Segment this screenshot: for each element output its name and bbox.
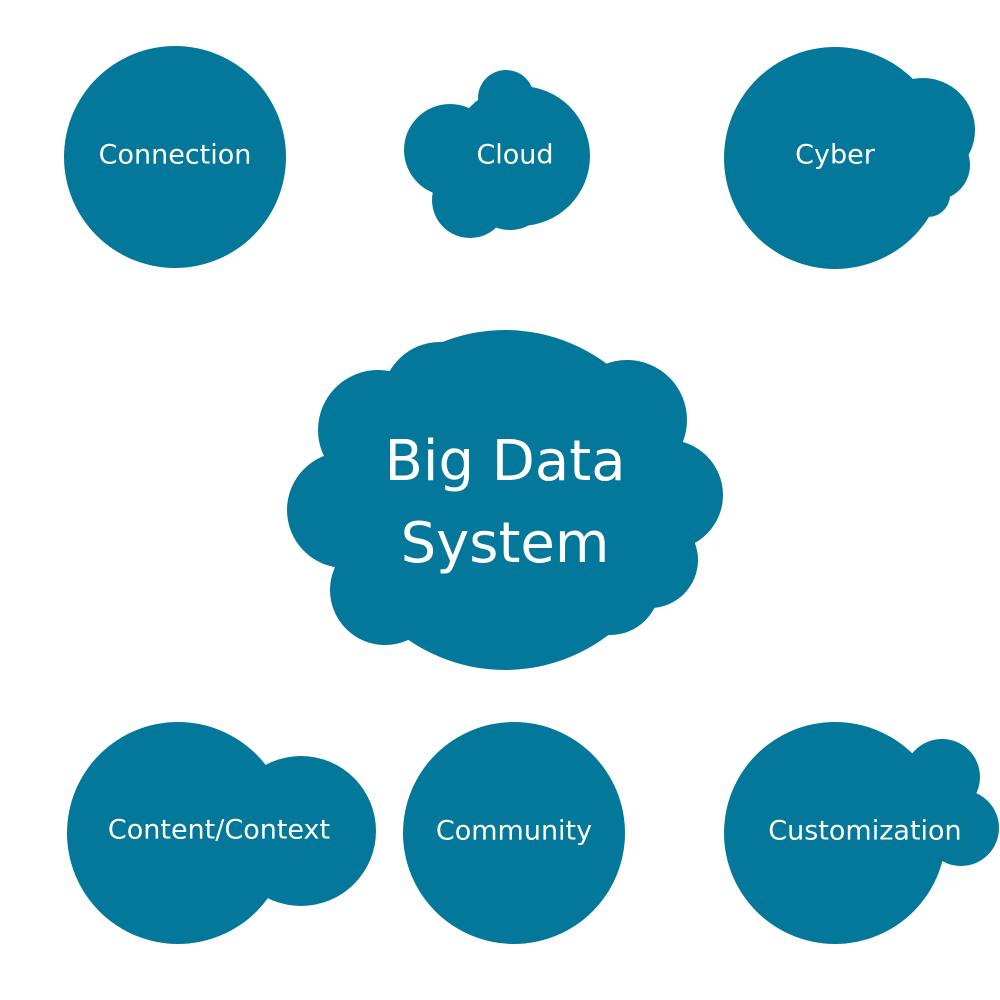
center-cloud — [287, 330, 723, 670]
node-cloud: Cloud — [404, 70, 590, 238]
customization-label: Customization — [768, 816, 961, 847]
cyber-bubble — [724, 47, 975, 269]
node-community: Community — [403, 722, 625, 944]
content-context-bubble — [67, 722, 376, 944]
center-label-line2: System — [401, 511, 610, 576]
cloud-bubble — [404, 70, 590, 238]
cloud-label: Cloud — [476, 140, 553, 171]
community-label: Community — [436, 816, 592, 847]
connection-bubble — [64, 46, 286, 268]
node-cyber: Cyber — [724, 47, 975, 269]
community-bubble — [403, 722, 625, 944]
node-connection: Connection — [64, 46, 286, 268]
content-context-label: Content/Context — [108, 815, 330, 846]
node-content-context: Content/Context — [67, 722, 376, 944]
node-center: Big Data System — [287, 330, 723, 670]
center-label-line1: Big Data — [384, 429, 625, 494]
customization-bubble — [724, 722, 999, 944]
connection-label: Connection — [99, 140, 252, 171]
cyber-label: Cyber — [795, 140, 876, 171]
node-customization: Customization — [724, 722, 999, 944]
